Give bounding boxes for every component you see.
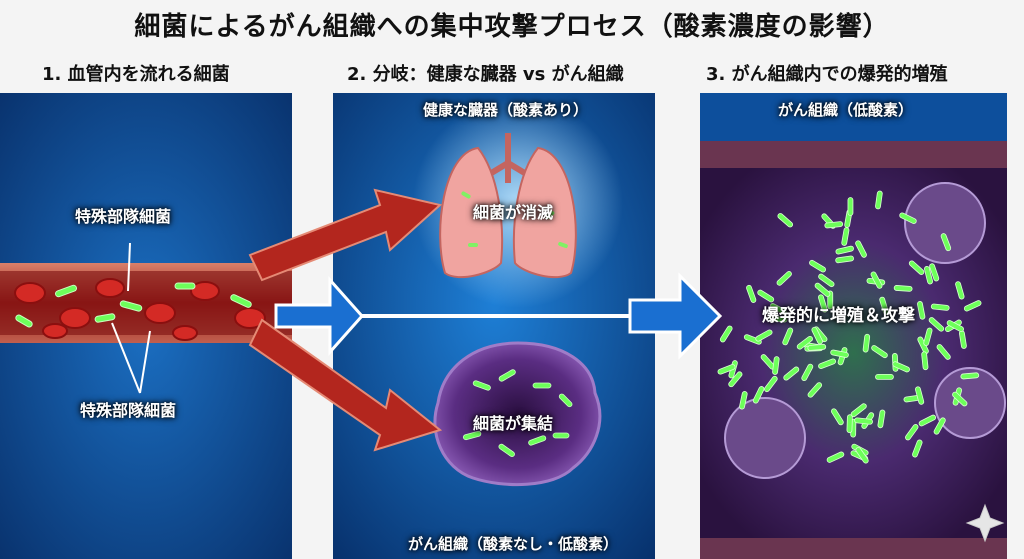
bacteria-swarm bbox=[717, 190, 982, 464]
bacterium bbox=[862, 333, 871, 353]
blood-vessel-illustration bbox=[0, 93, 292, 559]
bacterium bbox=[908, 260, 925, 275]
bacterium bbox=[818, 358, 837, 369]
panel-2-heading: 2. 分岐：健康な臓器 vs がん組織 bbox=[347, 64, 624, 85]
branching-illustration bbox=[333, 93, 655, 559]
red-blood-cells bbox=[14, 278, 266, 341]
panel-3-heading: 3. がん組織内での爆発的増殖 bbox=[706, 64, 948, 85]
bacterium bbox=[846, 414, 853, 434]
bacterium bbox=[717, 364, 736, 375]
bacterium bbox=[899, 212, 917, 224]
bacterium bbox=[835, 255, 854, 264]
bacterium bbox=[826, 451, 845, 463]
proliferation-text: 爆発的に増殖＆攻撃 bbox=[762, 306, 915, 326]
bacterium bbox=[782, 327, 794, 346]
bacterium bbox=[743, 334, 762, 345]
bacterium bbox=[930, 303, 950, 311]
cancer-cells bbox=[724, 182, 1006, 479]
bacterium bbox=[924, 265, 933, 285]
bacterium bbox=[831, 408, 844, 426]
bacterium bbox=[870, 271, 883, 289]
panel-bloodstream: 特殊部隊細菌 特殊部隊細菌 bbox=[0, 93, 292, 559]
bacterium bbox=[946, 320, 964, 333]
bacterium bbox=[928, 317, 945, 332]
bacterium bbox=[818, 294, 828, 313]
bacterium bbox=[923, 327, 933, 346]
bacterium bbox=[917, 301, 926, 320]
bacterium bbox=[796, 335, 813, 350]
bacterium bbox=[755, 329, 773, 342]
bacteria bbox=[15, 282, 252, 328]
bacterium bbox=[809, 259, 826, 273]
bacterium bbox=[893, 285, 913, 292]
bacterium bbox=[764, 375, 778, 393]
bacterium bbox=[746, 284, 757, 303]
bacterium bbox=[814, 282, 831, 297]
bacterium bbox=[835, 245, 854, 255]
bacterium bbox=[955, 281, 965, 300]
bacterium bbox=[752, 386, 765, 404]
panel-proliferation: がん組織（低酸素） 爆発的に増殖＆攻撃 bbox=[700, 93, 1007, 559]
bacterium bbox=[847, 197, 854, 216]
diagram-title: 細菌によるがん組織への集中攻撃プロセス（酸素濃度の影響） bbox=[134, 12, 890, 42]
bacterium bbox=[940, 233, 952, 252]
bacterium bbox=[952, 391, 968, 407]
bacterium bbox=[875, 190, 883, 210]
bacterium bbox=[769, 303, 788, 316]
tissue-label: がん組織（低酸素） bbox=[778, 101, 914, 119]
bacterium bbox=[854, 417, 873, 425]
bacterium bbox=[960, 372, 980, 380]
bacterium bbox=[918, 414, 937, 427]
bacterium bbox=[772, 356, 780, 375]
bacterium bbox=[783, 366, 800, 381]
bacterium bbox=[905, 424, 919, 441]
bacterium bbox=[841, 227, 850, 246]
tumor-label: がん組織（酸素なし・低酸素） bbox=[408, 535, 619, 553]
bacterium bbox=[855, 447, 869, 464]
bacterium bbox=[777, 213, 794, 228]
bacterium bbox=[915, 386, 925, 405]
bacterium bbox=[807, 382, 823, 398]
organ-status-text: 細菌が消滅 bbox=[473, 203, 554, 222]
panel-1-heading: 1. 血管内を流れる細菌 bbox=[42, 64, 230, 85]
bacterium bbox=[877, 409, 886, 429]
bacterium bbox=[768, 315, 788, 323]
bacterium bbox=[871, 345, 888, 359]
bacterium bbox=[855, 240, 867, 258]
bacterium bbox=[757, 289, 775, 303]
tumor-status-text: 細菌が集結 bbox=[473, 414, 554, 433]
bacterium bbox=[929, 263, 940, 282]
bacterium bbox=[963, 300, 982, 312]
bacterium bbox=[776, 271, 792, 286]
bacterium bbox=[879, 296, 889, 315]
bacterium bbox=[818, 273, 835, 288]
bacterium bbox=[912, 439, 923, 458]
bacterium bbox=[875, 374, 894, 380]
bacterium bbox=[801, 363, 814, 382]
panel-branching: 健康な臓器（酸素あり） 細菌が消滅 細菌が集結 がん組織（酸素なし・低酸素） bbox=[333, 93, 655, 559]
bacterium bbox=[921, 351, 929, 371]
bacterium bbox=[807, 343, 827, 351]
bacterium bbox=[933, 417, 946, 435]
bacterium bbox=[739, 391, 748, 410]
bacterium bbox=[830, 349, 849, 358]
tumor-tissue-illustration bbox=[700, 93, 1007, 559]
organ-label: 健康な臓器（酸素あり） bbox=[423, 101, 589, 119]
bacterium bbox=[824, 221, 844, 229]
callout-special-bacteria-top: 特殊部隊細菌 bbox=[75, 207, 172, 226]
bacterium bbox=[892, 361, 910, 373]
bacterium bbox=[811, 326, 823, 345]
bacterium bbox=[936, 344, 951, 360]
bacterium bbox=[728, 371, 743, 388]
callout-special-bacteria-bottom: 特殊部隊細菌 bbox=[80, 401, 177, 420]
